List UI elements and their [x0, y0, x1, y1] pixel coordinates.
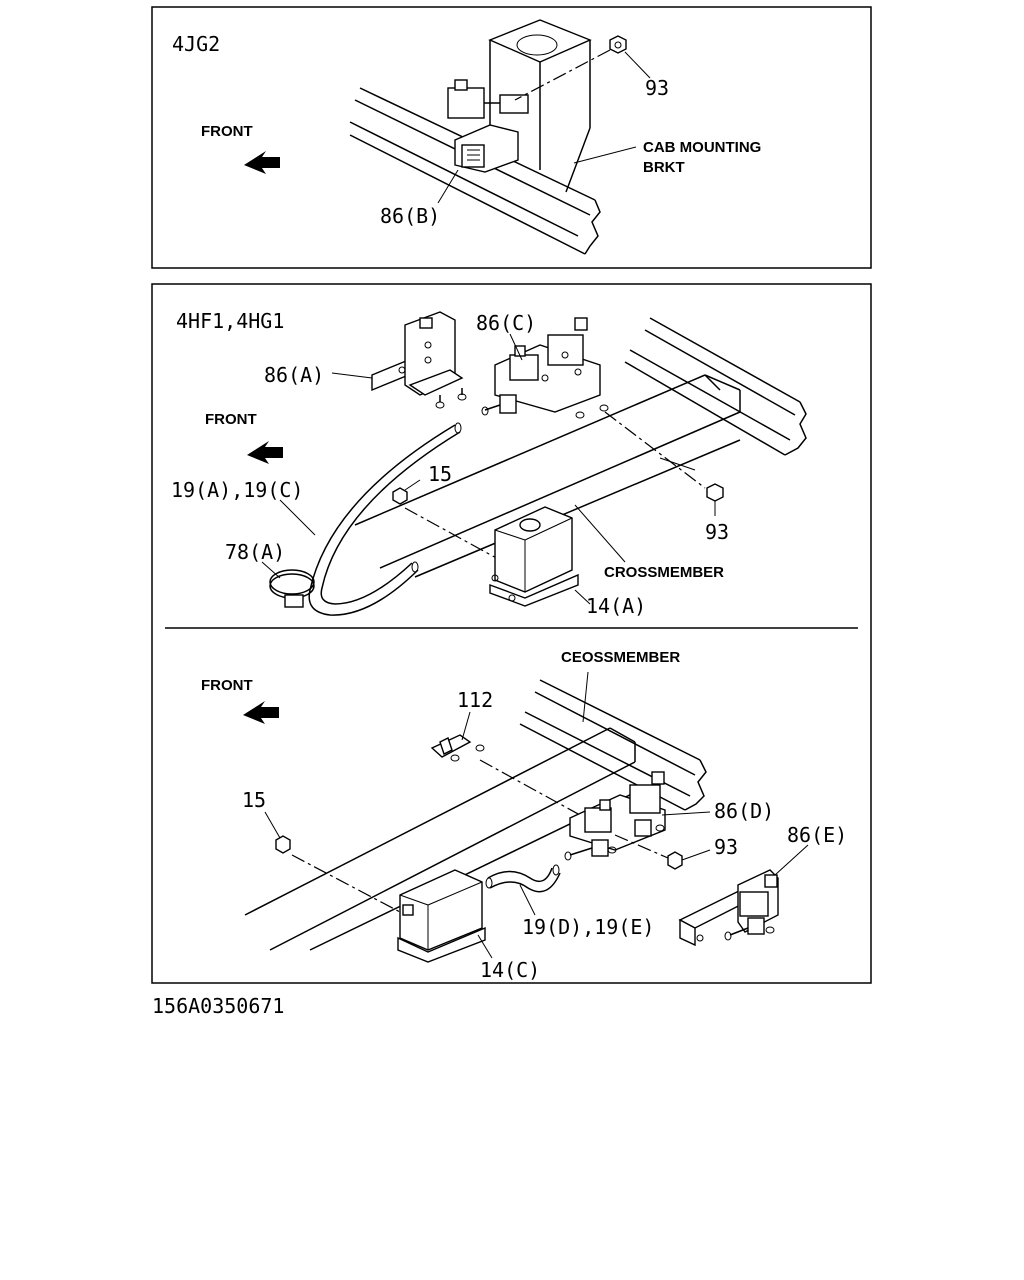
leader-bracket: [573, 146, 637, 164]
leader-14a: [574, 589, 591, 605]
hose-19d-19e: [485, 864, 561, 893]
nut-15: [392, 487, 501, 561]
clamp-78a: [269, 569, 315, 608]
frame-rail: [519, 679, 707, 811]
leader-15: [404, 479, 421, 491]
callout-15: 15: [242, 788, 266, 812]
callout-hose: 19(A),19(C): [171, 478, 303, 502]
front-label: FRONT: [201, 677, 253, 694]
leader-86a: [331, 372, 373, 379]
nut-93: [604, 411, 724, 502]
leader-14c: [477, 934, 493, 959]
panel-lower: FRONT: [201, 649, 847, 982]
callout-hose: 19(D),19(E): [522, 915, 654, 939]
leader-86b: [437, 169, 459, 204]
leader-15: [264, 811, 281, 839]
callout-93: 93: [705, 520, 729, 544]
bracket-112: [430, 734, 581, 816]
leader-86c: [509, 333, 523, 361]
front-arrow-icon: [243, 701, 279, 724]
nut-93: [614, 834, 683, 870]
callout-86a: 86(A): [264, 363, 324, 387]
callout-14a: 14(A): [586, 594, 646, 618]
callout-93: 93: [645, 76, 669, 100]
callout-15: 15: [428, 462, 452, 486]
front-arrow-icon: [244, 151, 280, 174]
front-arrow-icon: [247, 441, 283, 464]
callout-93: 93: [714, 835, 738, 859]
callout-86d: 86(D): [714, 799, 774, 823]
callout-crossmember: CEOSSMEMBER: [561, 649, 680, 666]
panel-border: [151, 6, 872, 269]
front-label: FRONT: [205, 411, 257, 428]
callout-78a: 78(A): [225, 540, 285, 564]
callout-86e: 86(E): [787, 823, 847, 847]
valve-bracket-86a: [371, 311, 467, 409]
solenoid-valve-86d: [564, 771, 666, 861]
leader-hose: [279, 499, 316, 536]
front-label: FRONT: [201, 123, 253, 140]
leader-crossmember: [582, 671, 589, 723]
callout-14c: 14(C): [480, 958, 540, 982]
callout-bracket-line2: BRKT: [643, 159, 685, 176]
nut-93: [514, 35, 627, 101]
hose-19a-19c: [308, 422, 462, 616]
solenoid-valve-86b: [447, 79, 529, 173]
callout-86c: 86(C): [476, 311, 536, 335]
engine-label: 4HF1,4HG1: [176, 309, 284, 333]
callout-86b: 86(B): [380, 204, 440, 228]
leader-crossmember: [574, 504, 626, 563]
leader-112: [461, 711, 471, 741]
frame-rail: [624, 317, 807, 456]
callout-crossmember: CROSSMEMBER: [604, 564, 724, 581]
panel-border: [151, 283, 872, 984]
solenoid-valve-86e: [678, 869, 779, 947]
solenoid-valve-86c: [481, 317, 609, 419]
tank-14a: [489, 506, 579, 607]
tank-14c: [397, 869, 486, 963]
nut-15: [275, 835, 401, 913]
panel-4jg2: 4JG2 FRONT: [151, 6, 872, 269]
figure-id: 156A0350671: [152, 994, 284, 1018]
panel-4hf1-4hg1: 4HF1,4HG1 FRONT: [151, 283, 872, 984]
callout-bracket-line1: CAB MOUNTING: [643, 139, 761, 156]
leader-93: [624, 51, 651, 79]
leader-hose: [519, 884, 536, 916]
leader-78a: [261, 561, 281, 579]
leader-86e: [774, 844, 809, 876]
leader-93: [681, 849, 711, 861]
callout-112: 112: [457, 688, 493, 712]
leader-86d: [661, 811, 711, 816]
cab-mounting-bracket: [488, 19, 592, 193]
engine-label: 4JG2: [172, 32, 220, 56]
